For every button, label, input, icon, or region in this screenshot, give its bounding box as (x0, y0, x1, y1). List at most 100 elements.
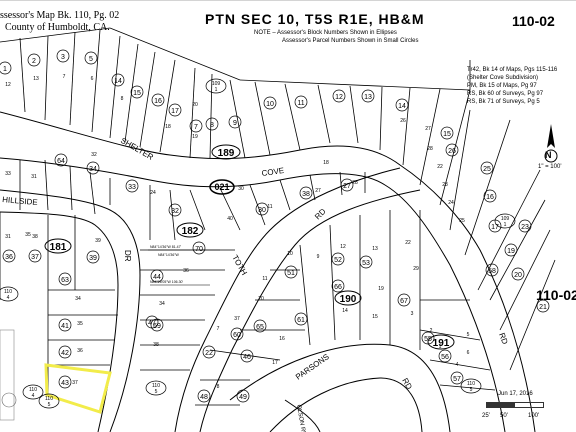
parcel-circle (438, 349, 452, 363)
book-ref-box (0, 286, 19, 302)
parcel-circle (294, 312, 308, 326)
parcel-number: 7 (194, 124, 198, 131)
parcel-circle (168, 203, 182, 217)
parcel-number: 23 (442, 182, 448, 188)
street-label: HILLSIDE (2, 195, 38, 207)
parcel-number: 44 (153, 274, 161, 281)
block-ellipse-191 (427, 334, 455, 350)
parcel-number: 27 (425, 126, 431, 132)
parcel-circle (111, 73, 125, 87)
street-label: RD (313, 207, 328, 222)
scale-label: 25' (482, 413, 490, 419)
parcel-circle (485, 263, 499, 277)
reference-list: Tr42, Bk 14 of Maps, Pgs 115-116 (Shelte… (467, 66, 557, 106)
parcel-number: 19 (378, 286, 384, 292)
parcel-number: 67 (400, 298, 408, 305)
block-number: 182 (182, 226, 199, 237)
parcel-number: 14 (398, 103, 406, 110)
parcel-circle (236, 389, 250, 403)
parcel-number: 2 (430, 328, 433, 334)
book-ref-bottom: 1 (504, 222, 507, 228)
parcel-circle (395, 98, 409, 112)
parcel-number: 7 (217, 326, 220, 332)
book-ref-bottom: 5 (470, 387, 473, 393)
parcel-number: 8 (210, 122, 214, 129)
parcel-circle (0, 61, 12, 75)
parcel-number: 19 (192, 134, 198, 140)
parcel-number: 33 (128, 184, 136, 191)
parcel-number: 31 (5, 234, 11, 240)
parcel-number: 32 (91, 152, 97, 158)
parcel-number: 18 (165, 124, 171, 130)
parcel-number: 9 (317, 254, 320, 260)
street-label: RD (400, 377, 414, 392)
parcel-number: 40 (227, 216, 233, 222)
map-scale-text: 1" = 100' (538, 164, 562, 170)
street-label: PARSONS (294, 352, 331, 381)
parcel-circle (27, 53, 41, 67)
parcel-circle (197, 389, 211, 403)
book-ref-bottom: 5 (155, 389, 158, 395)
map-id: 110-02 (512, 13, 555, 29)
date-stamp-box: Jun 17, 2016 (472, 366, 564, 408)
parcel-number: 8 (121, 96, 124, 102)
parcel-number: 32 (171, 208, 179, 215)
parcel-circle (331, 279, 345, 293)
parcel-number: 25 (459, 218, 465, 224)
parcel-circle (511, 267, 525, 281)
parcel-number: 1 (439, 344, 442, 350)
parcel-number: 11 (267, 204, 272, 210)
parcel-number: 36 (77, 348, 83, 354)
parcel-number: 53 (362, 260, 370, 267)
parcel-number: 10 (287, 251, 293, 257)
parcel-number: 34 (89, 166, 97, 173)
reference-item: RS, Bk 71 of Surveys, Pg 5 (467, 99, 540, 105)
parcel-number: 14 (342, 308, 348, 314)
book-ref-top: 109 (501, 216, 510, 222)
block-ellipse-182 (176, 222, 204, 238)
book-ref-top: 110 (152, 383, 160, 389)
street-label: TOTH (230, 254, 249, 277)
parcel-number: 35 (77, 321, 83, 327)
parcel-number: 17 (272, 360, 278, 366)
parcel-number: 30 (238, 186, 244, 192)
parcel-number: 38 (32, 234, 38, 240)
parcel-circle (440, 126, 454, 140)
street-label: SHELTER (119, 136, 155, 162)
parcel-number: 64 (57, 158, 65, 165)
parcel-circle (332, 89, 346, 103)
scale-bar (486, 402, 544, 408)
parcel-number: 12 (340, 244, 346, 250)
parcel-circle (58, 345, 72, 359)
book-ref-top: 110 (45, 396, 53, 402)
parcel-circle (58, 272, 72, 286)
book-ref-bottom: 4 (32, 393, 35, 399)
street-label: COVE (261, 166, 285, 178)
parcel-circle (54, 153, 68, 167)
parcel-number: 63 (61, 277, 69, 284)
parcel-number: 16 (279, 336, 285, 342)
hillside-drive-north-edge (0, 189, 141, 432)
reference-item: RS, Bk 60 of Surveys, Pg 97 (467, 91, 544, 97)
parcel-number: 17 (491, 224, 499, 231)
parcel-number: 3 (411, 311, 414, 317)
parcel-number: 15 (133, 90, 141, 97)
highlighted-parcel-outline[interactable] (44, 363, 112, 414)
parcel-number: 20 (192, 102, 198, 108)
reference-item: Tr42, Bk 14 of Maps, Pgs 115-116 (467, 67, 558, 73)
parcel-circle (28, 249, 42, 263)
parcel-circle (84, 51, 98, 65)
parcel-number: 16 (486, 194, 494, 201)
parcel-number: 13 (372, 246, 378, 252)
parcel-circle (294, 95, 308, 109)
parcel-number: 58 (488, 268, 496, 275)
parcel-number: 22 (405, 240, 411, 246)
parcel-circle (255, 202, 269, 216)
parcel-number: 25 (483, 166, 491, 173)
parcel-circle (86, 250, 100, 264)
reference-item: PM, Bk 15 of Maps, Pg 97 (467, 83, 537, 89)
north-letter: N (545, 150, 552, 160)
date-stamp: Jun 17, 2016 (498, 391, 533, 397)
parcel-circle (150, 269, 164, 283)
